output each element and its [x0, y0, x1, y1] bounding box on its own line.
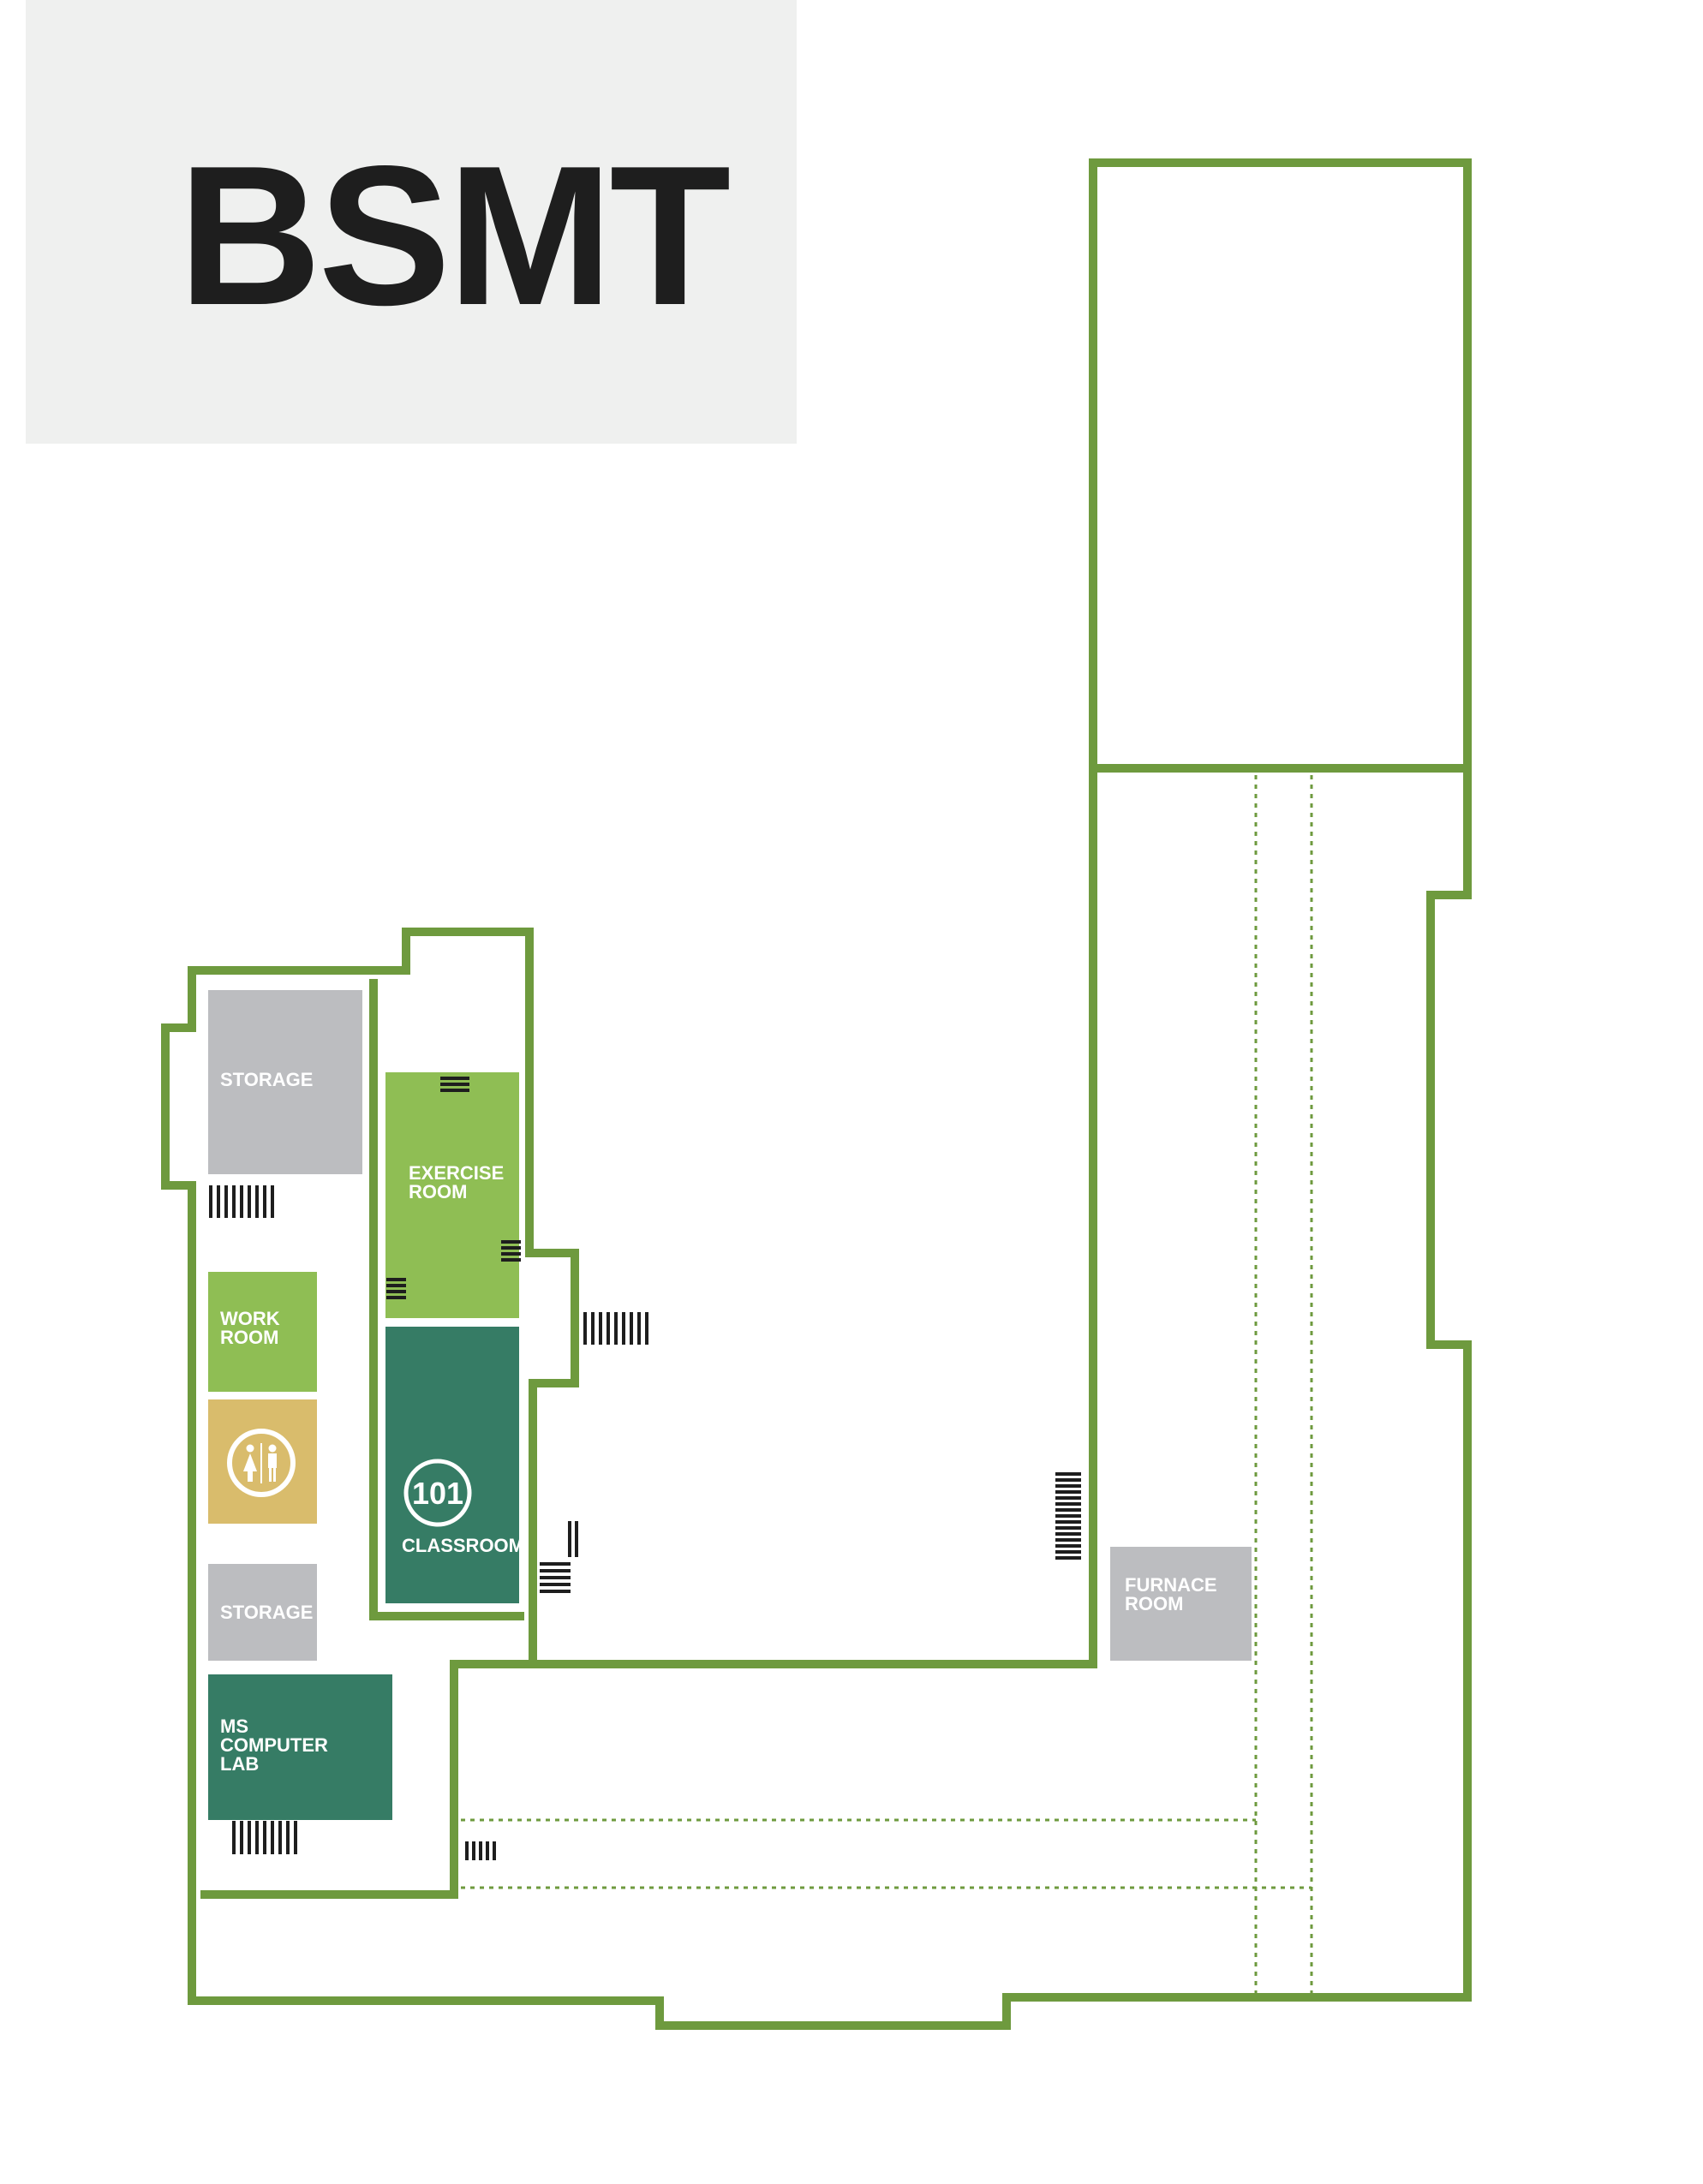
outer-wall	[161, 158, 1472, 2030]
stairs-icon	[583, 1312, 648, 1345]
storage-room-bottom[interactable]: STORAGE	[208, 1564, 317, 1661]
storage-label: STORAGE	[220, 1602, 313, 1623]
stairs-icon	[209, 1185, 274, 1218]
classroom-101[interactable]: 101 CLASSROOM	[385, 1327, 524, 1603]
furnace-room[interactable]: FURNACE ROOM	[1110, 1547, 1252, 1661]
stairs-icon	[440, 1077, 469, 1092]
lower-corridor-wall	[200, 1660, 533, 1899]
furnace-room-label-line2: ROOM	[1125, 1593, 1183, 1614]
computer-lab-label-line3: LAB	[220, 1753, 259, 1775]
stairs-icon	[540, 1521, 578, 1593]
work-room-label-line1: WORK	[220, 1308, 280, 1329]
storage-room-fill	[208, 1564, 317, 1661]
stairs-icon	[386, 1278, 406, 1299]
ms-computer-lab[interactable]: MS COMPUTER LAB	[208, 1674, 392, 1820]
furnace-room-fill	[1110, 1547, 1252, 1661]
exercise-room[interactable]: EXERCISE ROOM	[385, 1072, 519, 1318]
classroom-block-wall	[369, 979, 524, 1620]
restroom-fill	[208, 1399, 317, 1524]
work-room-label-line2: ROOM	[220, 1327, 278, 1348]
classroom-label: CLASSROOM	[402, 1535, 524, 1556]
work-room-fill	[208, 1272, 317, 1392]
storage-room-top[interactable]: STORAGE	[208, 990, 362, 1174]
exercise-room-fill	[385, 1072, 519, 1318]
computer-lab-fill	[208, 1674, 392, 1820]
stairs-icon	[501, 1240, 521, 1262]
restroom-icon	[227, 1429, 296, 1497]
exercise-room-label-line1: EXERCISE	[409, 1162, 504, 1184]
room-number-badge	[403, 1459, 472, 1527]
computer-lab-label-line2: COMPUTER	[220, 1734, 328, 1756]
restroom[interactable]	[208, 1399, 317, 1524]
storage-label: STORAGE	[220, 1069, 313, 1090]
work-room[interactable]: WORK ROOM	[208, 1272, 317, 1392]
stairs-icon	[232, 1821, 297, 1854]
room-number: 101	[412, 1476, 463, 1511]
storage-room-fill	[208, 990, 362, 1174]
title-panel: BSMT	[26, 0, 797, 444]
exercise-room-label-line2: ROOM	[409, 1181, 467, 1202]
floor-title: BSMT	[178, 125, 731, 347]
stairs-icon	[465, 1841, 496, 1860]
computer-lab-label-line1: MS	[220, 1716, 248, 1737]
furnace-room-label-line1: FURNACE	[1125, 1574, 1217, 1596]
stairs-icon	[1055, 1472, 1081, 1560]
